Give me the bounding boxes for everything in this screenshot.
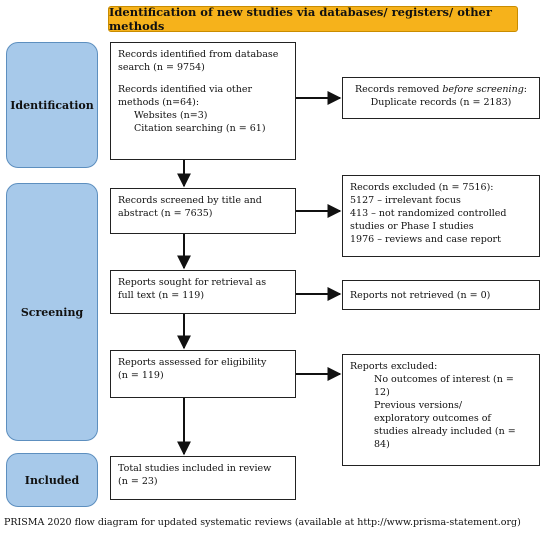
section-header: Identification of new studies via databa… xyxy=(108,5,518,33)
excluded-line-2: 5127 – irrelevant focus xyxy=(350,195,461,206)
excluded-line-1: Records excluded (n = 7516): xyxy=(350,182,494,193)
records-excluded-box: Records excluded (n = 7516): 5127 – irre… xyxy=(342,175,540,257)
reports-excluded-item-2: 12) xyxy=(374,387,390,398)
other-line-1: Records identified via other xyxy=(118,84,253,95)
reports-excluded-item-6: 84) xyxy=(374,439,390,450)
database-line-1: Records identified from database xyxy=(118,49,279,60)
removed-line-2: Duplicate records (n = 2183) xyxy=(370,97,512,108)
screened-line-2: abstract (n = 7635) xyxy=(118,208,213,219)
reports-sought-box: Reports sought for retrieval as full tex… xyxy=(110,270,296,314)
excluded-line-4: studies or Phase I studies xyxy=(350,221,474,232)
footer-caption: PRISMA 2020 flow diagram for updated sys… xyxy=(4,517,521,528)
sought-line-1: Reports sought for retrieval as xyxy=(118,277,267,288)
websites-line: Websites (n=3) xyxy=(134,110,208,121)
other-line-2: methods (n=64): xyxy=(118,97,200,108)
reports-assessed-box: Reports assessed for eligibility (n = 11… xyxy=(110,350,296,398)
screened-line-1: Records screened by title and xyxy=(118,195,262,206)
citation-line: Citation searching (n = 61) xyxy=(134,123,266,134)
reports-excluded-item-4: exploratory outcomes of xyxy=(374,413,491,424)
records-screened-box: Records screened by title and abstract (… xyxy=(110,188,296,234)
reports-excluded-title: Reports excluded: xyxy=(350,361,438,372)
reports-excluded-item-5: studies already included (n = xyxy=(374,426,516,437)
reports-not-retrieved-box: Reports not retrieved (n = 0) xyxy=(342,280,540,310)
phase-screening: Screening xyxy=(6,183,98,441)
sought-line-2: full text (n = 119) xyxy=(118,290,205,301)
studies-included-box: Total studies included in review (n = 23… xyxy=(110,456,296,500)
included-line-2: (n = 23) xyxy=(118,476,158,487)
records-identified-box: Records identified from database search … xyxy=(110,42,296,160)
excluded-line-5: 1976 – reviews and case report xyxy=(350,234,501,245)
assessed-line-2: (n = 119) xyxy=(118,370,164,381)
database-line-2: search (n = 9754) xyxy=(118,62,205,73)
phase-included: Included xyxy=(6,453,98,507)
not-retrieved-text: Reports not retrieved (n = 0) xyxy=(350,289,491,301)
reports-excluded-item-1: No outcomes of interest (n = xyxy=(374,374,514,385)
included-line-1: Total studies included in review xyxy=(118,463,272,474)
excluded-line-3: 413 – not randomized controlled xyxy=(350,208,507,219)
assessed-line-1: Reports assessed for eligibility xyxy=(118,357,267,368)
records-removed-box: Records removed before screening: Duplic… xyxy=(342,77,540,119)
removed-line-1: Records removed before screening: xyxy=(355,84,527,95)
reports-excluded-item-3: Previous versions/ xyxy=(374,400,463,411)
reports-excluded-box: Reports excluded: No outcomes of interes… xyxy=(342,354,540,466)
phase-identification: Identification xyxy=(6,42,98,168)
